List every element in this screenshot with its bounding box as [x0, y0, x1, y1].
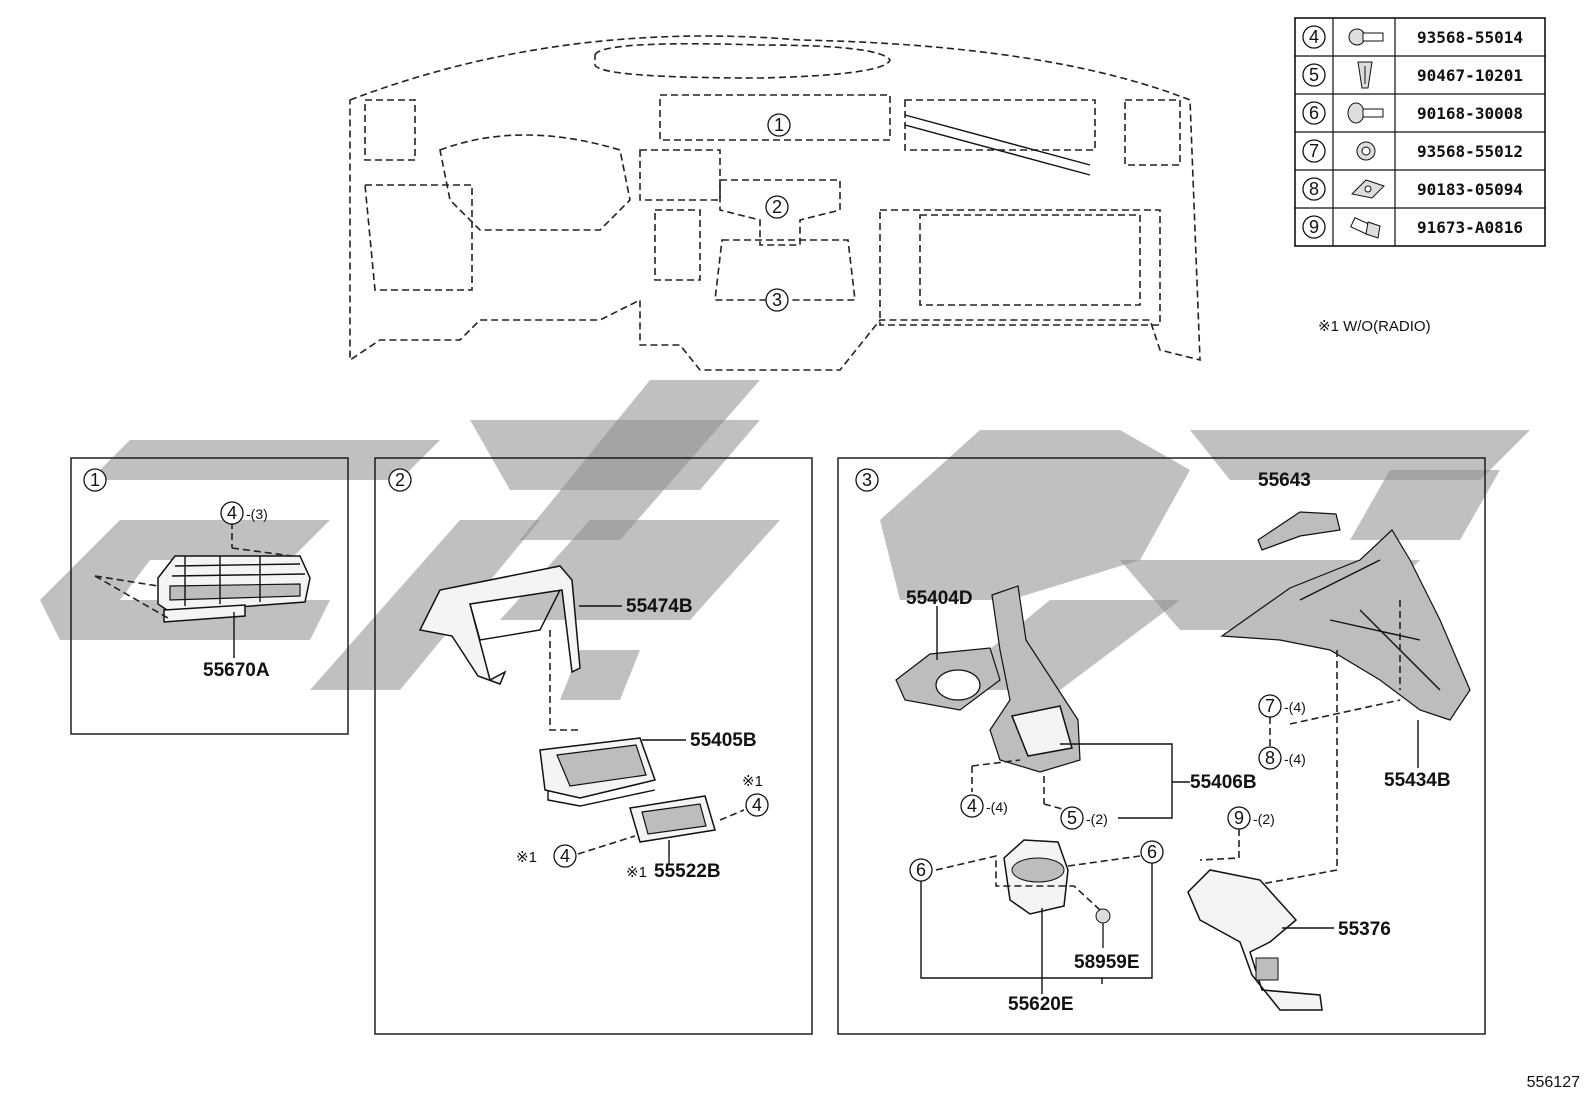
part-55522B-drawing [629, 795, 716, 843]
svg-text:6: 6 [916, 860, 926, 880]
overview-callout-2: 2 [765, 195, 789, 219]
nut-clip-icon [1350, 179, 1385, 199]
svg-text:93568-55014: 93568-55014 [1417, 28, 1523, 47]
part-58959E-drawing [1095, 908, 1111, 948]
fastener-callout: 5 -(2) [1060, 806, 1108, 830]
part-label-55376: 55376 [1338, 919, 1391, 940]
panel-label: 3 [855, 468, 879, 492]
fastener-callout: 6 [1140, 840, 1164, 864]
svg-text:5: 5 [1067, 808, 1077, 828]
part-55405B-drawing [539, 737, 656, 807]
svg-text:1: 1 [90, 470, 100, 490]
diagram-id: 556127 [1527, 1074, 1580, 1091]
mark-55522B: ※1 [626, 864, 647, 881]
panel-label: 1 [83, 468, 107, 492]
fastener-callout: 4 ※1 [516, 844, 577, 868]
panel-label: 2 [388, 468, 412, 492]
svg-text:90168-30008: 90168-30008 [1417, 104, 1523, 123]
part-label-55434B: 55434B [1384, 770, 1451, 791]
svg-text:-(4): -(4) [1284, 751, 1306, 767]
part-55376-drawing [1187, 869, 1323, 1011]
svg-text:4: 4 [967, 796, 977, 816]
part-55474B-drawing [418, 565, 581, 685]
overview-callout-1: 1 [767, 113, 791, 137]
note-w-o-radio: ※1 W/O(RADIO) [1318, 318, 1431, 335]
panel-3: 3 55643 55434B 55404D 55406B [837, 457, 1486, 1035]
part-label-55406B: 55406B [1190, 772, 1257, 793]
bolt-icon [1350, 217, 1381, 239]
svg-text:93568-55012: 93568-55012 [1417, 142, 1523, 161]
svg-text:-(4): -(4) [986, 799, 1008, 815]
fastener-callout: 8 -(4) [1258, 746, 1306, 770]
fastener-callout: 4 ※1 [742, 773, 769, 817]
table-row: 8 90183-05094 [1302, 177, 1523, 201]
svg-text:3: 3 [862, 470, 872, 490]
table-row: 6 90168-30008 [1302, 101, 1523, 125]
svg-text:2: 2 [395, 470, 405, 490]
part-label-55474B: 55474B [626, 596, 693, 617]
panel-1: 1 4 -(3) 55670A [70, 457, 349, 735]
fastener-callout: 4 -(4) [960, 794, 1008, 818]
part-55643-drawing [1257, 511, 1341, 551]
svg-text:-(3): -(3) [246, 506, 268, 522]
clip-icon [1357, 61, 1373, 89]
svg-text:1: 1 [774, 115, 784, 135]
table-row: 5 90467-10201 [1302, 61, 1523, 89]
screw-icon [1356, 141, 1376, 161]
svg-text:4: 4 [560, 846, 570, 866]
overview-callout-3: 3 [765, 288, 789, 312]
svg-text:8: 8 [1265, 748, 1275, 768]
svg-text:-(2): -(2) [1253, 811, 1275, 827]
part-label-58959E: 58959E [1074, 952, 1140, 973]
svg-text:5: 5 [1309, 65, 1319, 85]
part-55434B-drawing [1220, 529, 1471, 721]
part-label-55405B: 55405B [690, 730, 757, 751]
watermark-logo [40, 380, 1530, 700]
svg-text:7: 7 [1309, 141, 1319, 161]
svg-text:-(2): -(2) [1086, 811, 1108, 827]
screw-icon [1347, 102, 1384, 124]
svg-text:90183-05094: 90183-05094 [1417, 180, 1523, 199]
fastener-callout: 4 -(3) [220, 501, 268, 525]
svg-text:※1: ※1 [516, 849, 537, 866]
svg-text:9: 9 [1309, 217, 1319, 237]
svg-text:4: 4 [227, 503, 237, 523]
svg-text:91673-A0816: 91673-A0816 [1417, 218, 1523, 237]
svg-text:7: 7 [1265, 696, 1275, 716]
table-row: 4 93568-55014 [1302, 25, 1523, 49]
svg-text:※1: ※1 [742, 773, 763, 790]
svg-text:90467-10201: 90467-10201 [1417, 66, 1523, 85]
screw-icon [1348, 28, 1384, 46]
panel-2: 2 55474B 55405B 4 ※1 4 ※1 [374, 457, 813, 1035]
part-55404D-drawing [895, 647, 1001, 711]
part-55670A-drawing [157, 555, 311, 623]
svg-text:4: 4 [1309, 27, 1319, 47]
svg-text:-(4): -(4) [1284, 699, 1306, 715]
dashboard-overview [349, 35, 1201, 371]
part-label-55522B: 55522B [654, 861, 721, 882]
fastener-table: 4 93568-55014 5 90467-10201 6 90168-3000… [1294, 17, 1546, 247]
table-row: 7 93568-55012 [1302, 139, 1523, 163]
part-55620E-drawing [1003, 839, 1069, 915]
svg-text:3: 3 [772, 290, 782, 310]
part-label-55404D: 55404D [906, 588, 973, 609]
fastener-callout: 6 [909, 858, 933, 882]
part-label-55643: 55643 [1258, 470, 1311, 491]
svg-text:9: 9 [1234, 808, 1244, 828]
svg-text:6: 6 [1309, 103, 1319, 123]
part-label-55670A: 55670A [203, 660, 270, 681]
fastener-callout: 7 -(4) [1258, 694, 1306, 718]
part-label-55620E: 55620E [1008, 994, 1074, 1015]
svg-text:4: 4 [752, 795, 762, 815]
svg-text:2: 2 [772, 197, 782, 217]
svg-text:8: 8 [1309, 179, 1319, 199]
part-55406B-drawing [989, 585, 1081, 773]
svg-text:6: 6 [1147, 842, 1157, 862]
fastener-callout: 9 -(2) [1227, 806, 1275, 830]
table-row: 9 91673-A0816 [1302, 215, 1523, 239]
